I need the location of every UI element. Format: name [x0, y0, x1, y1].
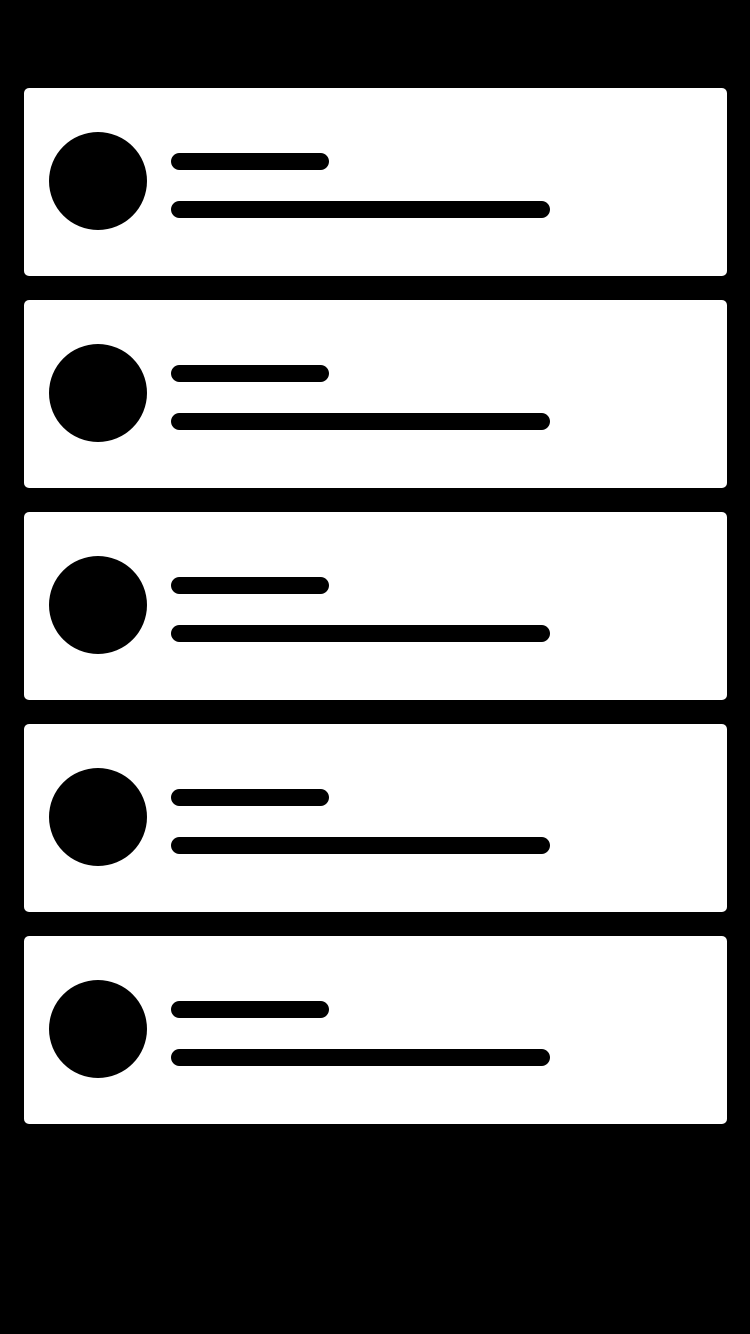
subtitle-line-placeholder: [171, 201, 550, 218]
title-line-placeholder: [171, 1001, 329, 1018]
avatar-placeholder: [49, 768, 147, 866]
avatar-placeholder: [49, 980, 147, 1078]
subtitle-line-placeholder: [171, 413, 550, 430]
skeleton-card-list: [0, 88, 750, 1124]
avatar-placeholder: [49, 556, 147, 654]
skeleton-list-item[interactable]: [24, 300, 727, 488]
title-line-placeholder: [171, 153, 329, 170]
skeleton-list-item[interactable]: [24, 724, 727, 912]
subtitle-line-placeholder: [171, 1049, 550, 1066]
avatar-placeholder: [49, 344, 147, 442]
skeleton-list-item[interactable]: [24, 936, 727, 1124]
title-line-placeholder: [171, 789, 329, 806]
title-line-placeholder: [171, 577, 329, 594]
subtitle-line-placeholder: [171, 837, 550, 854]
skeleton-list-item[interactable]: [24, 88, 727, 276]
avatar-placeholder: [49, 132, 147, 230]
title-line-placeholder: [171, 365, 329, 382]
subtitle-line-placeholder: [171, 625, 550, 642]
skeleton-list-item[interactable]: [24, 512, 727, 700]
